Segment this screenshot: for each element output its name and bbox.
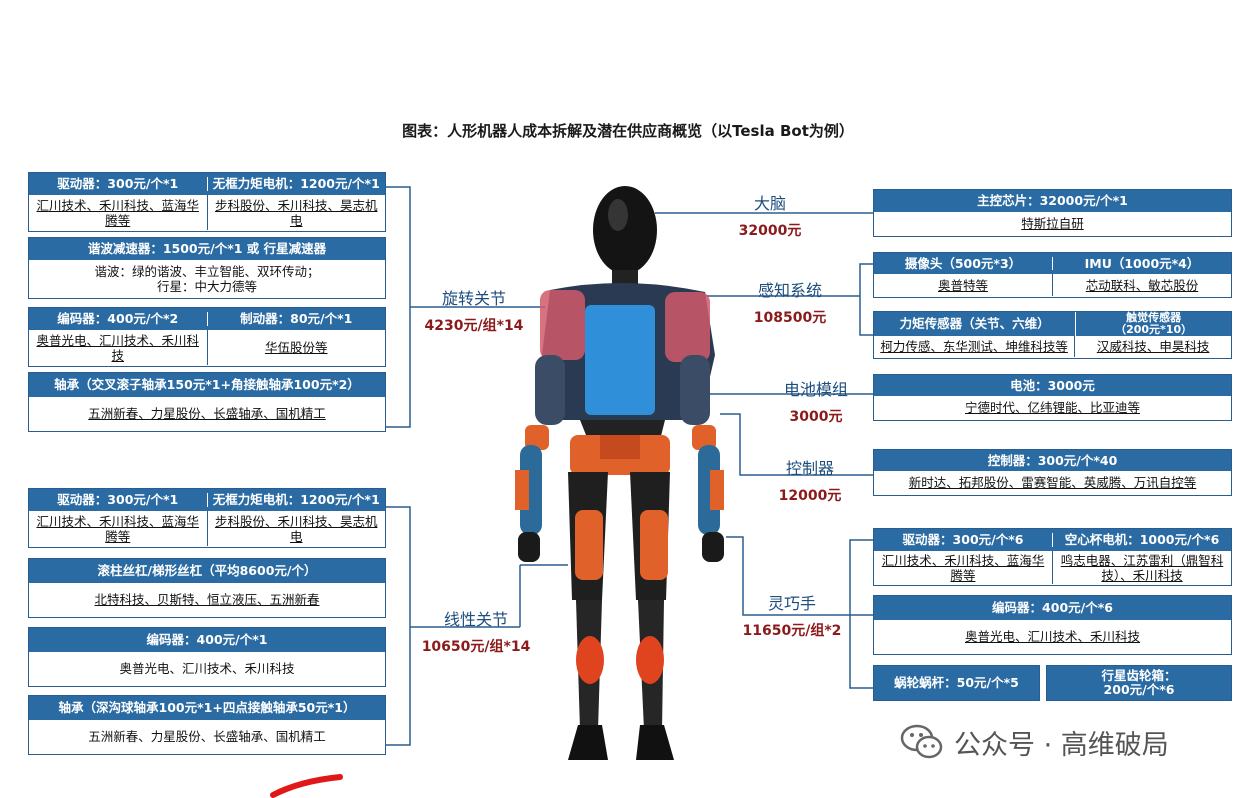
planetary-gearbox-header: 行星齿轮箱：200元/个*6 <box>1047 666 1231 700</box>
controller-box: 控制器：300元/个*40 新时达、拓邦股份、雷赛智能、英威腾、万讯自控等 <box>873 449 1232 496</box>
rotary-encoder-brake-box: 编码器：400元/个*2 制动器：80元/个*1 奥普光电、汇川技术、禾川科技华伍… <box>28 307 386 367</box>
battery-cost: 3000元 <box>789 409 843 425</box>
battery-name: 电池模组 <box>783 380 848 399</box>
force-sensor-header: 力矩传感器（关节、六维） <box>899 316 1050 332</box>
rotary-driver-motor-box: 驱动器：300元/个*1 无框力矩电机：1200元/个*1 汇川技术、禾川科技、蓝… <box>28 172 386 232</box>
tactile-sensor-header: 触觉传感器（200元*10） <box>1075 312 1231 336</box>
wechat-icon <box>900 724 943 759</box>
robot-illustration <box>515 186 724 760</box>
linear-driver-motor-box: 驱动器：300元/个*1 无框力矩电机：1200元/个*1 汇川技术、禾川科技、蓝… <box>28 488 386 548</box>
rotary-reducer-header: 谐波减速器：1500元/个*1 或 行星减速器 <box>29 238 385 260</box>
linear-motor-suppliers: 步科股份、禾川科技、昊志机电 <box>206 511 386 546</box>
linear-screw-header: 滚柱丝杠/梯形丝杠（平均8600元/个） <box>29 559 385 583</box>
battery-label: 电池模组 3000元 <box>770 376 862 426</box>
linear-joint-name: 线性关节 <box>443 610 508 629</box>
rotary-motor-header: 无框力矩电机：1200元/个*1 <box>206 177 386 191</box>
linear-bearing-header: 轴承（深沟球轴承100元*1+四点接触轴承50元*1） <box>29 696 385 720</box>
linear-motor-header: 无框力矩电机：1200元/个*1 <box>206 493 386 507</box>
linear-bearing-box: 轴承（深沟球轴承100元*1+四点接触轴承50元*1） 五洲新春、力星股份、长盛… <box>28 695 386 755</box>
worm-gear-header: 蜗轮蜗杆：50元/个*5 <box>874 666 1039 700</box>
controller-suppliers: 新时达、拓邦股份、雷赛智能、英威腾、万讯自控等 <box>908 475 1197 490</box>
rotary-driver-header: 驱动器：300元/个*1 <box>57 176 179 192</box>
rotary-driver-suppliers: 汇川技术、禾川科技、蓝海华腾等 <box>36 197 199 228</box>
imu-header: IMU（1000元*4） <box>1052 257 1231 270</box>
rotary-joint-name: 旋转关节 <box>441 289 506 308</box>
rotary-motor-suppliers: 步科股份、禾川科技、昊志机电 <box>206 195 386 230</box>
linear-screw-suppliers: 北特科技、贝斯特、恒立液压、五洲新春 <box>94 592 320 607</box>
rotary-encoder-suppliers: 奥普光电、汇川技术、禾川科技 <box>36 332 199 363</box>
camera-suppliers: 奥普特等 <box>937 277 988 293</box>
page-title: 图表：人形机器人成本拆解及潜在供应商概览（以Tesla Bot为例） <box>402 122 854 140</box>
sensing-cost: 108500元 <box>753 310 827 326</box>
linear-bearing-suppliers: 五洲新春、力星股份、长盛轴承、国机精工 <box>88 729 326 744</box>
linear-driver-suppliers: 汇川技术、禾川科技、蓝海华腾等 <box>36 513 199 544</box>
hand-name: 灵巧手 <box>767 594 816 613</box>
linear-encoder-header: 编码器：400元/个*1 <box>29 628 385 652</box>
hand-motor-suppliers: 鸣志电器、江苏雷利（鼎智科技）、禾川科技 <box>1052 551 1231 584</box>
sensing-name: 感知系统 <box>757 281 822 300</box>
rotary-brake-header: 制动器：80元/个*1 <box>206 312 386 326</box>
rotary-encoder-header: 编码器：400元/个*2 <box>57 311 179 327</box>
hand-encoder-suppliers: 奥普光电、汇川技术、禾川科技 <box>964 629 1140 644</box>
controller-header: 控制器：300元/个*40 <box>874 450 1231 471</box>
brain-name: 大脑 <box>753 194 786 213</box>
rotary-brake-suppliers: 华伍股份等 <box>206 330 386 365</box>
imu-suppliers: 芯动联科、敏芯股份 <box>1052 274 1231 296</box>
hand-worm-gear-box: 蜗轮蜗杆：50元/个*5 <box>873 665 1040 701</box>
rotary-bearing-suppliers: 五洲新春、力星股份、长盛轴承、国机精工 <box>88 406 326 421</box>
controller-label: 控制器 12000元 <box>765 455 855 505</box>
linear-driver-header: 驱动器：300元/个*1 <box>57 492 179 508</box>
linear-encoder-suppliers: 奥普光电、汇川技术、禾川科技 <box>119 661 295 676</box>
sensing-force-tactile-box: 力矩传感器（关节、六维） 触觉传感器（200元*10） 柯力传感、东华测试、坤维… <box>873 311 1232 359</box>
hand-planetary-gearbox-box: 行星齿轮箱：200元/个*6 <box>1046 665 1232 701</box>
force-sensor-suppliers: 柯力传感、东华测试、坤维科技等 <box>880 339 1068 354</box>
hand-driver-motor-box: 驱动器：300元/个*6 空心杯电机：1000元/个*6 汇川技术、禾川科技、蓝海… <box>873 528 1232 586</box>
brain-label: 大脑 32000元 <box>725 190 815 240</box>
rotary-reducer-box: 谐波减速器：1500元/个*1 或 行星减速器 谐波：绿的谐波、丰立智能、双环传… <box>28 237 386 299</box>
watermark: 公众号 · 高维破局 <box>900 722 1169 762</box>
hand-label: 灵巧手 11650元/组*2 <box>730 590 854 640</box>
controller-name: 控制器 <box>785 459 834 478</box>
linear-encoder-box: 编码器：400元/个*1 奥普光电、汇川技术、禾川科技 <box>28 627 386 687</box>
hand-encoder-box: 编码器：400元/个*6 奥普光电、汇川技术、禾川科技 <box>873 595 1232 655</box>
linear-joint-label: 线性关节 10650元/组*14 <box>412 606 540 656</box>
linear-screw-box: 滚柱丝杠/梯形丝杠（平均8600元/个） 北特科技、贝斯特、恒立液压、五洲新春 <box>28 558 386 618</box>
linear-joint-cost: 10650元/组*14 <box>421 639 531 655</box>
hand-driver-header: 驱动器：300元/个*6 <box>902 532 1024 548</box>
hand-motor-header: 空心杯电机：1000元/个*6 <box>1052 533 1231 547</box>
controller-cost: 12000元 <box>778 488 842 504</box>
battery-header: 电池：3000元 <box>874 375 1231 396</box>
rotary-bearing-header: 轴承（交叉滚子轴承150元*1+角接触轴承100元*2） <box>29 373 385 397</box>
brain-cost: 32000元 <box>738 223 802 239</box>
tactile-sensor-suppliers: 汉威科技、申昊科技 <box>1074 336 1231 357</box>
hand-driver-suppliers: 汇川技术、禾川科技、蓝海华腾等 <box>881 552 1045 583</box>
brain-chip-box: 主控芯片：32000元/个*1 特斯拉自研 <box>873 189 1232 237</box>
brain-chip-header: 主控芯片：32000元/个*1 <box>874 190 1231 212</box>
hand-encoder-header: 编码器：400元/个*6 <box>874 596 1231 620</box>
watermark-text: 公众号 · 高维破局 <box>954 729 1169 761</box>
rotary-joint-cost: 4230元/组*14 <box>424 318 524 334</box>
sensing-label: 感知系统 108500元 <box>740 277 840 327</box>
red-pen-mark <box>270 774 343 798</box>
rotary-bearing-box: 轴承（交叉滚子轴承150元*1+角接触轴承100元*2） 五洲新春、力星股份、长… <box>28 372 386 432</box>
sensing-camera-imu-box: 摄像头（500元*3） IMU（1000元*4） 奥普特等 芯动联科、敏芯股份 <box>873 252 1232 298</box>
rotary-harmonic-suppliers: 谐波：绿的谐波、丰立智能、双环传动； <box>94 263 320 279</box>
battery-box: 电池：3000元 宁德时代、亿纬锂能、比亚迪等 <box>873 374 1232 421</box>
brain-chip-supplier: 特斯拉自研 <box>1021 216 1084 231</box>
hand-cost: 11650元/组*2 <box>742 623 842 639</box>
camera-header: 摄像头（500元*3） <box>904 255 1022 271</box>
rotary-planetary-suppliers: 行星：中大力德等 <box>156 278 257 294</box>
rotary-joint-label: 旋转关节 4230元/组*14 <box>418 285 530 335</box>
battery-suppliers: 宁德时代、亿纬锂能、比亚迪等 <box>964 400 1140 415</box>
